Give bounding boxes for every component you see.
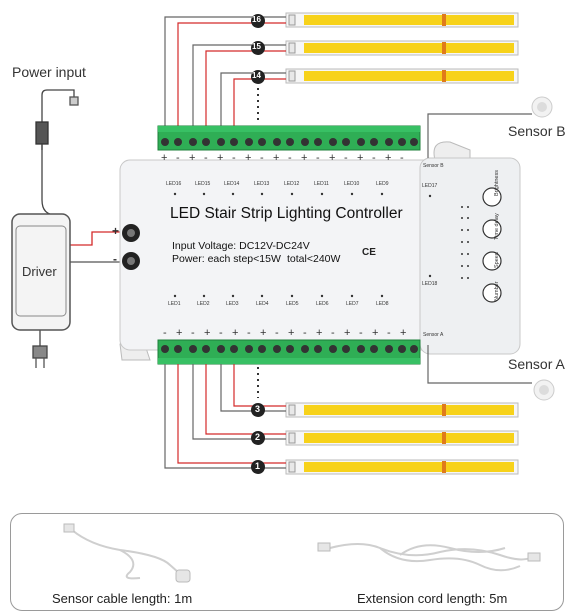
strip-1 (285, 459, 519, 475)
top-minus-2: - (204, 152, 208, 164)
sensor-a-icon (533, 379, 555, 401)
led-label-7: LED7 (346, 301, 359, 307)
bottom-minus-7: - (331, 327, 335, 339)
bottom-plus-7: + (344, 327, 351, 339)
led-label-14: LED14 (224, 181, 240, 187)
led-label-2: LED2 (197, 301, 210, 307)
sensor-b-label: Sensor B (508, 123, 566, 139)
led-label-9: LED9 (376, 181, 389, 187)
power-step-text: Power: each step<15W (172, 253, 281, 265)
power-input-label: Power input (12, 64, 86, 80)
top-minus-6: - (316, 152, 320, 164)
bottom-minus-1: - (163, 327, 167, 339)
bottom-plus-4: + (260, 327, 267, 339)
top-minus-7: - (344, 152, 348, 164)
driver-box (11, 213, 71, 331)
led-label-3: LED3 (226, 301, 239, 307)
led-label-4: LED4 (256, 301, 269, 307)
led-label-15: LED15 (195, 181, 211, 187)
top-plus-8: + (357, 152, 364, 164)
top-plus-7: + (329, 152, 336, 164)
accessories-box (10, 513, 564, 611)
top-plus-2: + (189, 152, 196, 164)
bottom-minus-6: - (303, 327, 307, 339)
top-plus-4: + (245, 152, 252, 164)
bottom-minus-8: - (359, 327, 363, 339)
step-1-label: 1 (255, 461, 261, 471)
step-3-label: 3 (255, 404, 261, 414)
bottom-terminal-block (157, 339, 421, 365)
jack-plus-label: + (112, 224, 120, 238)
led-label-11: LED11 (314, 181, 329, 187)
certification-marks: CE (362, 247, 376, 258)
strip-14 (285, 68, 519, 84)
speed-label: Speed (494, 252, 500, 268)
led-label-10: LED10 (344, 181, 360, 187)
sensor-cable-illustration (63, 523, 191, 583)
top-plus-5: + (273, 152, 280, 164)
bottom-minus-2: - (191, 327, 195, 339)
step-16-label: 16 (252, 15, 261, 24)
led-label-16: LED16 (166, 181, 182, 187)
top-plus-1: + (161, 152, 168, 164)
strip-3 (285, 402, 519, 418)
jack-minus-label: - (113, 252, 117, 266)
bottom-minus-5: - (275, 327, 279, 339)
led-label-12: LED12 (284, 181, 300, 187)
bottom-plus-5: + (288, 327, 295, 339)
bottom-minus-3: - (219, 327, 223, 339)
top-minus-1: - (176, 152, 180, 164)
extension-cord-caption: Extension cord length: 5m (357, 591, 508, 606)
bottom-minus-9: - (387, 327, 391, 339)
top-plus-6: + (301, 152, 308, 164)
bottom-minus-4: - (247, 327, 251, 339)
sensor-a-label: Sensor A (508, 356, 565, 372)
top-wires (164, 16, 286, 127)
step-15-label: 15 (252, 42, 261, 51)
number-label: Number (494, 281, 500, 301)
bottom-plus-9: + (400, 327, 407, 339)
bottom-wires (164, 364, 286, 469)
led-label-6: LED6 (316, 301, 329, 307)
driver-label: Driver (22, 264, 57, 279)
top-minus-5: - (288, 152, 292, 164)
brightness-label: Brightness (494, 170, 500, 196)
top-minus-9: - (400, 152, 404, 164)
bottom-plus-1: + (176, 327, 183, 339)
input-voltage-text: Input Voltage: DC12V-DC24V (172, 240, 310, 252)
step-2-label: 2 (255, 432, 261, 442)
power-total-text: total<240W (287, 253, 341, 265)
strip-15 (285, 40, 519, 56)
bottom-plus-6: + (316, 327, 323, 339)
extension-cord-illustration (317, 542, 541, 572)
top-terminal-block (157, 125, 421, 151)
sensor-a-port-label: Sensor A (423, 332, 444, 338)
led-label-8: LED8 (376, 301, 389, 307)
top-minus-4: - (260, 152, 264, 164)
led-label-17: LED17 (422, 183, 438, 189)
controller-title: LED Stair Strip Lighting Controller (170, 205, 403, 222)
top-plus-3: + (217, 152, 224, 164)
step-circles (251, 14, 265, 474)
top-plus-9: + (385, 152, 392, 164)
sensor-b-icon (531, 96, 553, 118)
sensor-b-port-label: Sensor B (423, 163, 444, 169)
bottom-plus-3: + (232, 327, 239, 339)
controller-body (119, 141, 521, 361)
top-minus-3: - (232, 152, 236, 164)
strip-16 (285, 12, 519, 28)
top-minus-8: - (372, 152, 376, 164)
led-label-1: LED1 (168, 301, 181, 307)
bottom-plus-2: + (204, 327, 211, 339)
led-label-18: LED18 (422, 281, 438, 287)
led-label-5: LED5 (286, 301, 299, 307)
bottom-plus-8: + (372, 327, 379, 339)
sensor-cable-caption: Sensor cable length: 1m (52, 591, 193, 606)
sensor-wires (427, 113, 532, 384)
led-label-13: LED13 (254, 181, 270, 187)
strip-2 (285, 430, 519, 446)
step-14-label: 14 (252, 71, 261, 80)
time-delay-label: Time delay (494, 213, 500, 240)
